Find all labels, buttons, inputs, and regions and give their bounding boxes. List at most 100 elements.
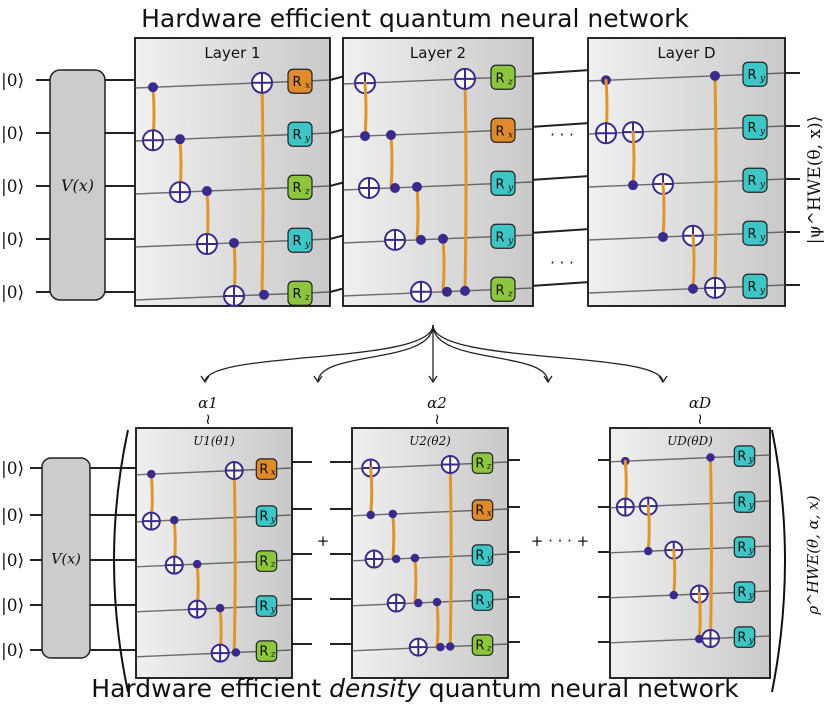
similar-symbol: ≀ <box>205 410 211 428</box>
arrow-head <box>543 375 553 384</box>
cnot-control <box>366 510 375 520</box>
cnot-link <box>697 592 702 641</box>
cnot-control <box>658 231 668 242</box>
rotation-gate-label: R <box>737 540 746 555</box>
cnot-link <box>672 548 677 597</box>
cnot-link <box>713 74 718 290</box>
cnot-link <box>391 512 396 561</box>
rotation-gate-y <box>742 167 768 193</box>
rotation-gate-label: R <box>292 75 301 90</box>
rotation-gate-label: R <box>475 593 484 608</box>
right-paren <box>771 429 786 693</box>
cnot-control <box>229 237 239 248</box>
layer-label: UD(θD) <box>667 434 713 448</box>
top-title: Hardware efficient quantum neural networ… <box>141 4 689 33</box>
rotation-gate-label: R <box>259 644 268 659</box>
input-ket: |0⟩ <box>1 283 24 303</box>
input-ket: |0⟩ <box>1 596 24 616</box>
rotation-gate-axis: y <box>748 636 755 646</box>
input-ket: |0⟩ <box>1 506 24 526</box>
cnot-control <box>414 598 423 608</box>
rotation-gate-label: R <box>747 121 756 136</box>
ellipsis-top: · · · <box>550 126 574 144</box>
rotation-gate-axis: x <box>271 468 276 478</box>
rotation-gate-y <box>733 626 756 648</box>
rotation-gate-axis: y <box>759 286 766 296</box>
rotation-gate-label: R <box>747 174 756 189</box>
cnot-control <box>170 515 179 525</box>
layer-label: U2(θ2) <box>409 434 451 448</box>
rotation-gate-label: R <box>475 638 484 653</box>
rotation-gate-axis: z <box>270 650 276 660</box>
layer-label: Layer 2 <box>410 44 466 62</box>
layer-label: Layer 1 <box>204 44 260 62</box>
input-ket: |0⟩ <box>1 71 24 91</box>
rotation-gate-y <box>490 170 516 196</box>
input-ket: |0⟩ <box>1 124 24 144</box>
coefficient-arrow <box>432 324 549 383</box>
rotation-gate-y <box>742 220 768 246</box>
encoder-box <box>49 69 106 301</box>
coefficient-label: α1 <box>198 394 218 412</box>
rotation-gate-label: R <box>747 227 756 242</box>
rotation-gate-axis: y <box>748 455 755 465</box>
coefficient-arrow <box>317 324 434 383</box>
plus-ellipsis: + · · · + <box>531 532 590 550</box>
cnot-control <box>436 642 445 652</box>
coefficient-label: αD <box>689 394 711 412</box>
cnot-control <box>386 129 396 140</box>
encoder-label: V(x) <box>61 176 94 195</box>
cnot-control <box>148 82 158 93</box>
rotation-gate-label: R <box>737 630 746 645</box>
cnot-control <box>706 453 715 462</box>
cnot-link <box>646 504 651 553</box>
cnot-link <box>363 81 368 138</box>
rotation-gate-label: R <box>747 68 756 83</box>
rotation-gate-axis: y <box>304 134 311 144</box>
arrow-head <box>658 375 668 384</box>
rotation-gate-axis: z <box>507 77 513 87</box>
rotation-gate-axis: y <box>759 74 766 84</box>
coefficient-arrow <box>204 324 434 383</box>
wire-segment <box>529 175 591 181</box>
left-paren <box>113 429 129 693</box>
cnot-link <box>369 466 374 517</box>
rotation-gate-axis: y <box>270 515 277 525</box>
rotation-gate-label: R <box>475 456 484 471</box>
cnot-link <box>448 463 453 649</box>
input-ket: |0⟩ <box>1 177 24 197</box>
cnot-control <box>391 554 401 564</box>
cnot-link <box>661 182 666 239</box>
rotation-gate-axis: y <box>507 236 514 246</box>
cnot-control <box>432 597 442 607</box>
cnot-control <box>412 181 422 192</box>
bottom-title: Hardware efficient density quantum neura… <box>91 674 739 703</box>
rotation-gate-axis: y <box>759 233 766 243</box>
cnot-control <box>416 234 426 245</box>
input-ket: |0⟩ <box>1 641 24 661</box>
rotation-gate-z <box>287 280 313 306</box>
rotation-gate-axis: z <box>486 644 492 654</box>
rotation-gate-y <box>287 227 313 253</box>
rotation-gate-z <box>287 174 313 200</box>
similar-symbol: ≀ <box>697 410 703 428</box>
cnot-control <box>688 283 698 294</box>
rotation-gate-axis: y <box>507 183 514 193</box>
rotation-gate-x <box>255 458 278 480</box>
cnot-control <box>259 289 269 300</box>
rotation-gate-label: R <box>292 128 301 143</box>
arrow-head <box>428 375 438 384</box>
rotation-gate-y <box>287 121 313 147</box>
coefficient-arrows: α1≀α2≀αD≀ <box>198 324 711 428</box>
cnot-control <box>669 590 678 600</box>
rotation-gate-axis: z <box>270 560 276 570</box>
coefficient-arrow <box>432 324 664 383</box>
cnot-link <box>709 456 713 641</box>
density-output: ρ^HWE(θ, α, x) <box>804 495 822 615</box>
rotation-gate-label: R <box>475 503 484 518</box>
arrow-head <box>200 375 210 384</box>
